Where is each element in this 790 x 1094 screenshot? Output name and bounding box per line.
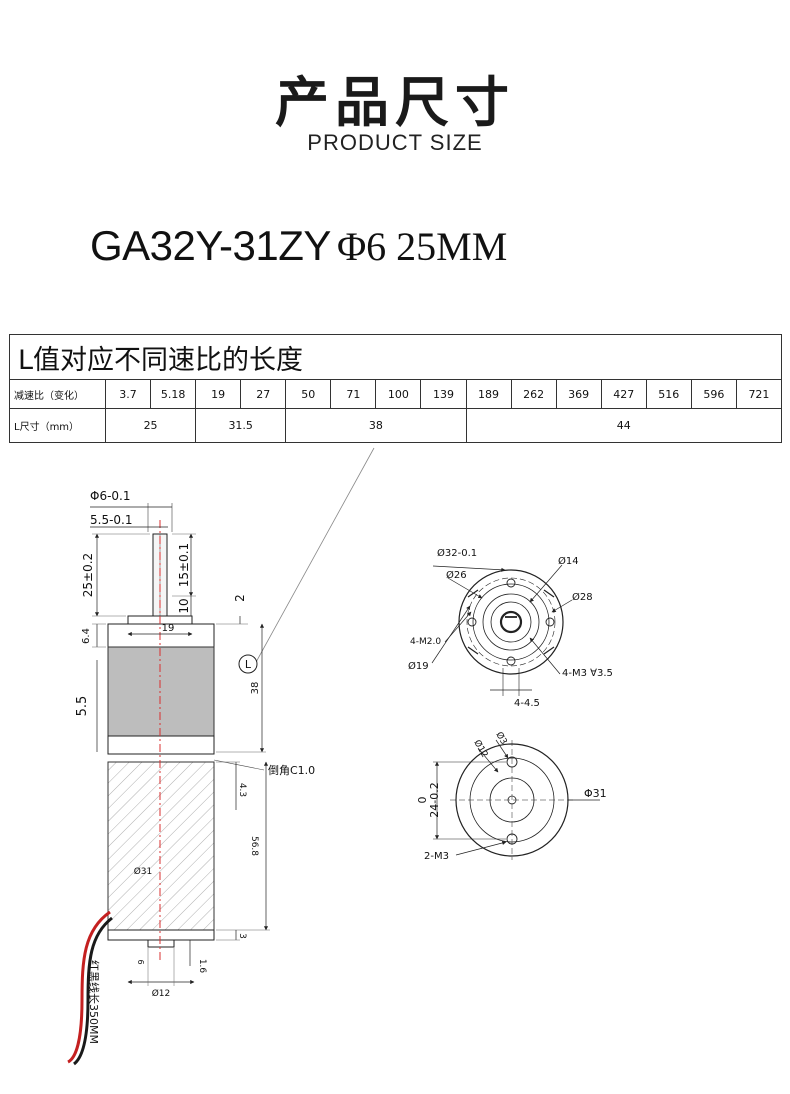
- label-rear-d31: Φ31: [584, 787, 607, 800]
- red-wire: [67, 910, 111, 1064]
- label-shaft-length: 25±0.2: [81, 553, 95, 597]
- black-wire: [72, 916, 113, 1066]
- label-dim-1-6: 1.6: [197, 959, 207, 974]
- mount-hole-right: [545, 617, 555, 627]
- label-dim-6-4: 6.4: [81, 628, 92, 644]
- model-name: GA32Y-31ZY: [90, 222, 331, 269]
- label-dim-0: 0: [416, 797, 429, 804]
- front-pcd-28: [466, 577, 556, 667]
- ratio-cell: 369: [555, 379, 602, 409]
- length-cell: 44: [465, 408, 782, 443]
- length-label: L尺寸（mm）: [9, 408, 106, 443]
- label-flat-length: 15±0.1: [177, 543, 191, 587]
- ratio-cell: 50: [285, 379, 332, 409]
- ratio-cell: 19: [195, 379, 242, 409]
- label-dim-4-3: 4.3: [237, 783, 247, 797]
- label-dim-24: 24-0.2: [428, 782, 441, 817]
- length-cell: 31.5: [195, 408, 287, 443]
- l-leader-line: [254, 447, 375, 665]
- rear-boss: [147, 939, 175, 948]
- label-dim-6: 6: [136, 959, 145, 964]
- front-circle-19: [482, 593, 540, 651]
- label-flat-width: 5.5-0.1: [90, 513, 133, 527]
- label-dim-5-5: 5.5: [75, 696, 90, 717]
- l-marker-circle: [238, 654, 258, 674]
- label-wire-note: 红黑线长350MM: [87, 960, 101, 1044]
- label-thread-4m2: 4-M2.0: [410, 637, 441, 647]
- ratio-cell: 139: [420, 379, 467, 409]
- mount-hole-top: [506, 578, 516, 588]
- page-subtitle: PRODUCT SIZE: [307, 130, 483, 155]
- rear-view: [433, 739, 600, 860]
- mount-hole-bottom: [506, 656, 516, 666]
- label-slot: 4-4.5: [514, 698, 540, 709]
- label-outer: Ø32-0.1: [437, 547, 477, 559]
- label-dim-10: 10: [177, 598, 191, 613]
- ratio-cell: 427: [600, 379, 647, 409]
- model-spec: Φ6 25MM: [336, 224, 508, 269]
- label-d26: Ø26: [446, 569, 467, 581]
- ratio-cell: 516: [645, 379, 692, 409]
- label-boss-diameter: 19: [162, 623, 175, 634]
- label-l-marker: L: [245, 658, 252, 671]
- label-dim-3: 3: [237, 933, 247, 939]
- label-chamfer: 倒角C1.0: [268, 764, 315, 777]
- motor-can: [107, 761, 215, 931]
- front-circle-26: [472, 583, 550, 661]
- label-motor-length: 56.8: [249, 836, 259, 856]
- rear-view-labels: Ø12 Ø3 0 24-0.2 Φ31 2-M3: [416, 730, 607, 862]
- label-thread-4m3: 4-M3 ∀3.5: [562, 668, 613, 679]
- gearbox-ring: [107, 735, 215, 755]
- label-thread-2m3: 2-M3: [424, 851, 449, 862]
- label-rear-boss: Ø12: [152, 988, 171, 999]
- page-title: 产品尺寸: [275, 71, 515, 134]
- front-boss-14: [490, 601, 532, 643]
- ratio-cell: 27: [240, 379, 287, 409]
- side-view-labels: Φ6-0.1 5.5-0.1 25±0.2 15±0.1 10 2 19 6.4…: [75, 489, 315, 1044]
- label-rear-d12: Ø12: [471, 738, 490, 760]
- side-view: [67, 447, 375, 1066]
- front-view-labels: Ø32-0.1 Ø26 Ø14 Ø28 4-M2.0 Ø19 4-M3 ∀3.5…: [408, 547, 613, 709]
- label-shaft-diameter: Φ6-0.1: [90, 489, 131, 503]
- label-motor-diameter: Ø31: [134, 866, 153, 877]
- length-cell: 38: [285, 408, 467, 443]
- rear-cap: [107, 929, 215, 941]
- label-d19: Ø19: [408, 660, 429, 672]
- front-view: [431, 564, 573, 696]
- label-gearbox-length: 38: [250, 682, 261, 695]
- label-d28: Ø28: [572, 591, 593, 603]
- ratio-cell: 262: [510, 379, 557, 409]
- ratio-cell: 71: [330, 379, 377, 409]
- mount-hole-left: [467, 617, 477, 627]
- front-shaft-hole: [499, 610, 523, 634]
- label-dim-2: 2: [233, 594, 247, 602]
- label-d14: Ø14: [558, 555, 579, 567]
- gearbox-body: [107, 646, 215, 737]
